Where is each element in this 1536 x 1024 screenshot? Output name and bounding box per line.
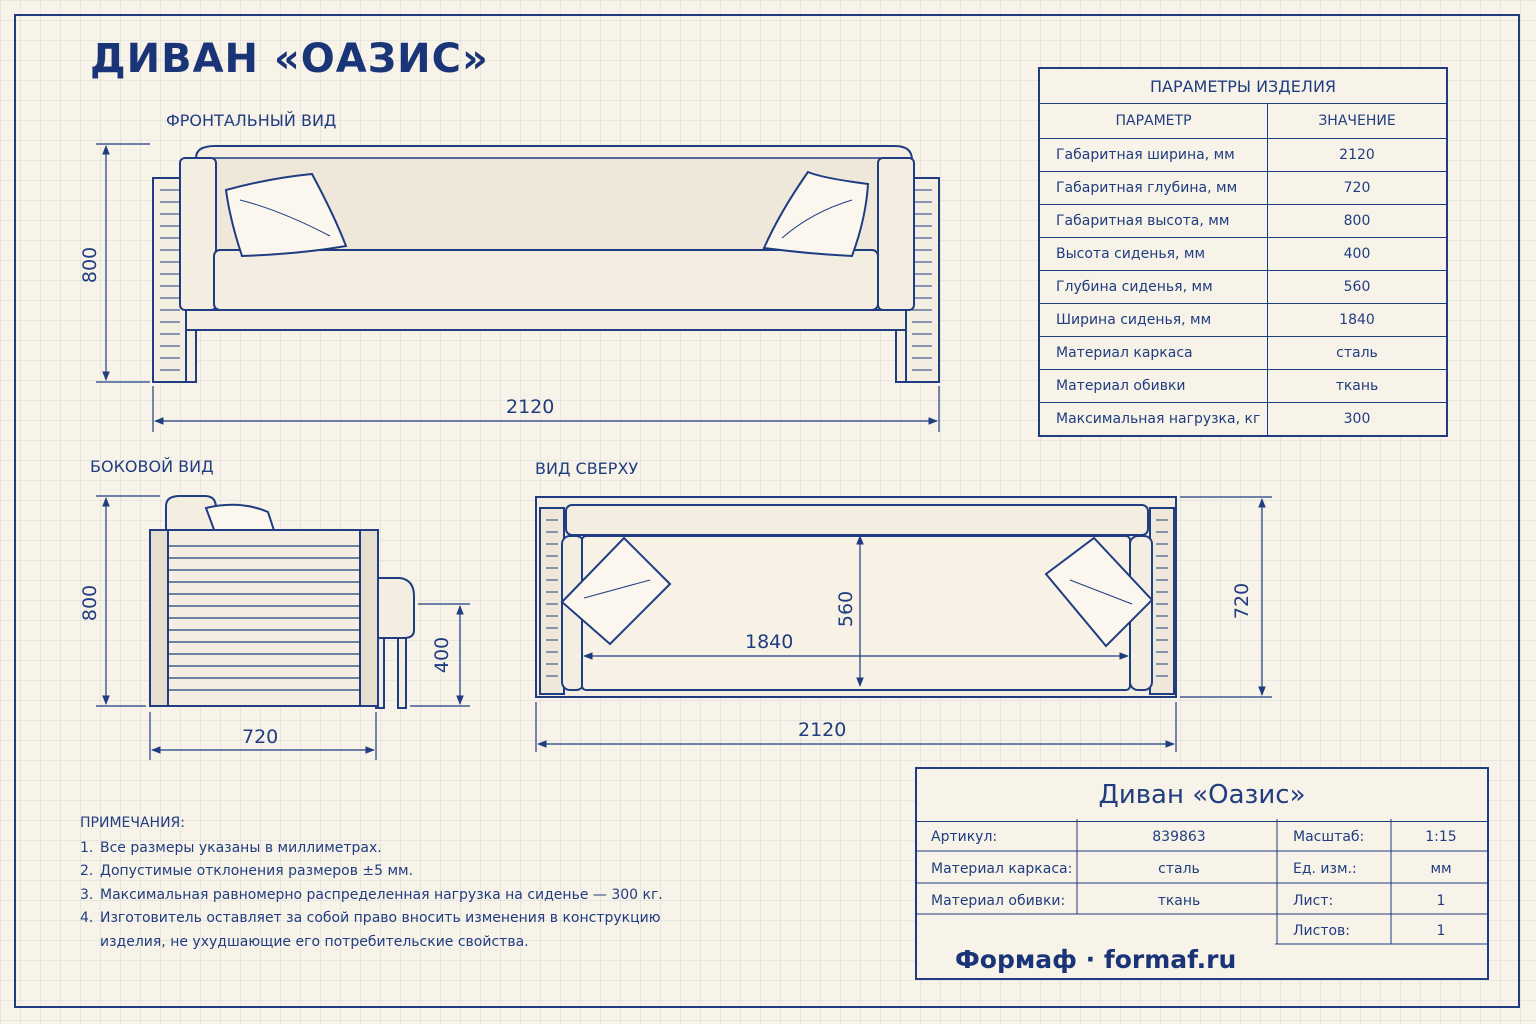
side-view-drawing [149, 495, 415, 709]
side-view-label: БОКОВОЙ ВИД [90, 457, 214, 476]
article-value: 839863 [1152, 829, 1206, 845]
param-value: 300 [1267, 402, 1448, 437]
top-width-dim: 2120 [798, 719, 847, 741]
side-height-dim: 800 [79, 584, 101, 622]
note-item: 2.Допустимые отклонения размеров ±5 мм. [80, 863, 414, 879]
sheets-value: 1 [1436, 923, 1446, 939]
param-value: 560 [1267, 270, 1448, 304]
notes-heading: ПРИМЕЧАНИЯ: [80, 815, 185, 831]
side-dimensions [96, 495, 470, 760]
param-value: 1840 [1267, 303, 1448, 337]
params-table: ПАРАМЕТРЫ ИЗДЕЛИЯ ПАРАМЕТР ЗНАЧЕНИЕ Габа… [1038, 67, 1448, 437]
param-value: 400 [1267, 237, 1448, 271]
param-name: Габаритная ширина, мм [1038, 138, 1268, 172]
side-seat-height-dim: 400 [431, 636, 453, 674]
brand-name: Формаф · formaf.ru [955, 945, 1237, 974]
params-table-title: ПАРАМЕТРЫ ИЗДЕЛИЯ [1038, 67, 1448, 104]
note-item: 3.Максимальная равномерно распределенная… [80, 886, 663, 903]
top-dimensions [535, 496, 1272, 752]
param-name: Материал каркаса [1038, 336, 1268, 370]
params-col-param: ПАРАМЕТР [1038, 103, 1268, 139]
page-title: ДИВАН «ОАЗИС» [90, 36, 489, 82]
param-name: Высота сиденья, мм [1038, 237, 1268, 271]
note-item: 1.Все размеры указаны в миллиметрах. [80, 839, 382, 856]
frame-material-label: Материал каркаса: [931, 861, 1073, 877]
side-depth-dim: 720 [242, 726, 279, 748]
note-item: 4.Изготовитель оставляет за собой право … [80, 910, 661, 926]
article-label: Артикул: [931, 829, 998, 845]
param-name: Ширина сиденья, мм [1038, 303, 1268, 337]
top-depth-dim: 720 [1231, 582, 1253, 620]
unit-value: мм [1430, 861, 1452, 877]
sheet-value: 1 [1436, 892, 1446, 909]
param-name: Максимальная нагрузка, кг [1038, 402, 1268, 437]
front-width-dim: 2120 [506, 396, 555, 418]
param-value: сталь [1267, 336, 1448, 370]
frame-material-value: сталь [1158, 861, 1200, 877]
top-view-drawing [535, 496, 1177, 698]
param-value: 800 [1267, 204, 1448, 238]
sheet-label: Лист: [1293, 892, 1334, 909]
top-seat-depth-dim: 560 [835, 590, 857, 628]
sheets-label: Листов: [1293, 923, 1351, 939]
upholstery-label: Материал обивки: [931, 892, 1066, 909]
front-height-dim: 800 [79, 246, 101, 284]
note-item: изделия, не ухудшающие его потребительск… [100, 933, 529, 950]
scale-label: Масштаб: [1293, 829, 1365, 845]
param-name: Глубина сиденья, мм [1038, 270, 1268, 304]
title-block: Диван «Оазис» Артикул: 839863 Материал к… [915, 767, 1489, 980]
unit-label: Ед. изм.: [1293, 861, 1357, 877]
notes: ПРИМЕЧАНИЯ: 1.Все размеры указаны в милл… [80, 812, 663, 954]
top-view-label: ВИД СВЕРХУ [535, 459, 639, 478]
params-col-value: ЗНАЧЕНИЕ [1267, 103, 1448, 139]
param-value: 2120 [1267, 138, 1448, 172]
title-block-grid [915, 819, 1489, 945]
scale-value: 1:15 [1425, 829, 1457, 845]
param-name: Материал обивки [1038, 369, 1268, 403]
param-name: Габаритная высота, мм [1038, 204, 1268, 238]
param-value: ткань [1267, 369, 1448, 403]
title-block-name: Диван «Оазис» [917, 769, 1487, 822]
drawing-frame [14, 14, 1520, 1008]
top-seat-width-dim: 1840 [745, 631, 794, 653]
upholstery-value: ткань [1157, 892, 1201, 909]
front-dimensions [96, 143, 940, 432]
front-view-drawing [152, 145, 940, 383]
param-value: 720 [1267, 171, 1448, 205]
front-view-label: ФРОНТАЛЬНЫЙ ВИД [166, 111, 337, 130]
param-name: Габаритная глубина, мм [1038, 171, 1268, 205]
